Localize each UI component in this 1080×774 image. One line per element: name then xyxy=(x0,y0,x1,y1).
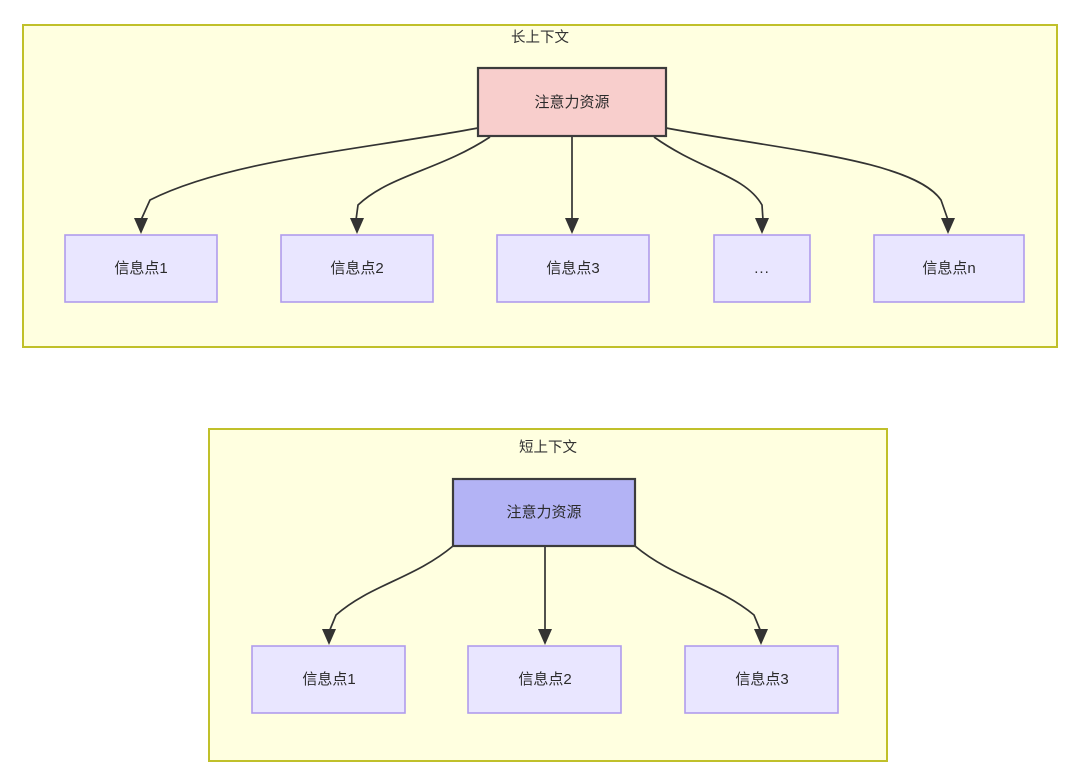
node-info-short-2-label: 信息点2 xyxy=(518,671,571,688)
arrow-head-info-3 xyxy=(565,218,579,234)
arrow-head-info-n xyxy=(941,218,955,234)
edge-attention-short-to-info-1 xyxy=(328,545,454,633)
node-info-long-3[interactable]: 信息点3 xyxy=(496,234,650,303)
node-info-long-1-rect[interactable] xyxy=(64,234,218,303)
node-info-long-n[interactable]: 信息点n xyxy=(873,234,1025,303)
node-info-long-3-rect[interactable] xyxy=(496,234,650,303)
node-info-long-ellipsis-label: ... xyxy=(754,260,770,277)
node-info-short-3-label: 信息点3 xyxy=(735,671,788,688)
group-long-context: 长上下文 注意 xyxy=(22,24,1058,348)
node-info-long-1-label: 信息点1 xyxy=(114,260,167,277)
node-info-long-ellipsis-rect[interactable] xyxy=(713,234,811,303)
edge-attention-to-info-n xyxy=(665,127,949,221)
node-info-short-1-label: 信息点1 xyxy=(302,671,355,688)
node-info-short-3-rect[interactable] xyxy=(684,645,839,714)
node-attention-short-rect[interactable] xyxy=(451,477,637,548)
node-attention-long-label: 注意力资源 xyxy=(534,93,609,111)
arrow-head-info-1 xyxy=(134,218,148,234)
edge-attention-short-to-info-3 xyxy=(634,545,762,633)
node-info-short-1[interactable]: 信息点1 xyxy=(251,645,406,714)
edge-attention-to-ellipsis xyxy=(653,136,764,221)
node-info-long-3-label: 信息点3 xyxy=(546,260,599,277)
node-attention-short-label: 注意力资源 xyxy=(506,503,581,521)
arrow-head-short-info-3 xyxy=(754,629,768,645)
node-info-long-1[interactable]: 信息点1 xyxy=(64,234,218,303)
edge-attention-to-info-2 xyxy=(355,136,491,221)
node-attention-long[interactable]: 注意力资源 xyxy=(476,66,668,138)
group-short-context: 短上下文 注意力资源 信息点1 xyxy=(208,428,888,762)
container-title-short-context: 短上下文 xyxy=(519,439,577,456)
node-info-long-ellipsis[interactable]: ... xyxy=(713,234,811,303)
edges-short-context xyxy=(322,545,768,645)
node-info-long-n-rect[interactable] xyxy=(873,234,1025,303)
node-info-short-1-rect[interactable] xyxy=(251,645,406,714)
container-title-long-context: 长上下文 xyxy=(511,29,569,46)
node-info-short-2[interactable]: 信息点2 xyxy=(467,645,622,714)
node-info-long-n-label: 信息点n xyxy=(922,260,975,277)
arrow-head-short-info-2 xyxy=(538,629,552,645)
edge-attention-to-info-1 xyxy=(140,127,479,221)
arrow-head-short-info-1 xyxy=(322,629,336,645)
arrow-head-info-2 xyxy=(350,218,364,234)
arrow-head-ellipsis xyxy=(755,218,769,234)
node-info-long-2-label: 信息点2 xyxy=(330,260,383,277)
node-info-short-2-rect[interactable] xyxy=(467,645,622,714)
node-info-short-3[interactable]: 信息点3 xyxy=(684,645,839,714)
node-attention-long-rect[interactable] xyxy=(476,66,668,138)
node-info-long-2-rect[interactable] xyxy=(280,234,434,303)
edges-long-context xyxy=(134,127,955,234)
node-attention-short[interactable]: 注意力资源 xyxy=(451,477,637,548)
node-info-long-2[interactable]: 信息点2 xyxy=(280,234,434,303)
